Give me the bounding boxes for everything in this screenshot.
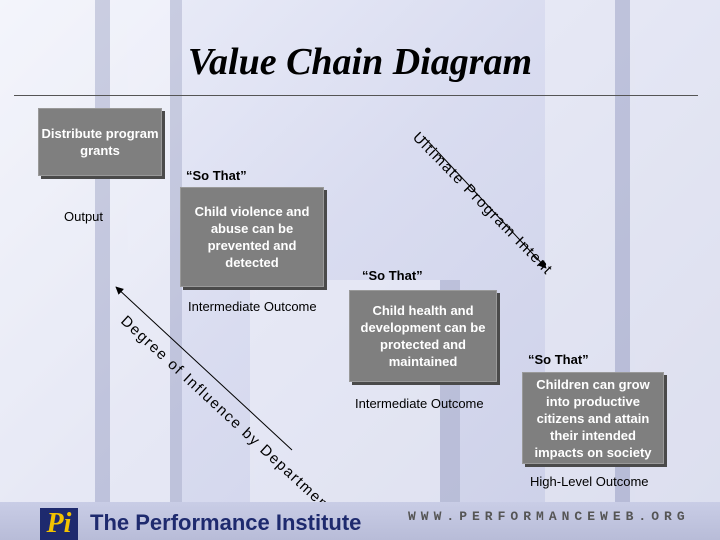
distribute-grants-box: Distribute program grants: [38, 108, 162, 176]
organization-name: The Performance Institute: [90, 510, 362, 535]
so-that-label-3: “So That”: [528, 352, 589, 367]
ultimate-intent-arrow: [422, 135, 547, 269]
footer-bar: [0, 502, 720, 540]
children-grow-box: Children can grow into productive citize…: [522, 372, 664, 464]
high-level-outcome-label: High-Level Outcome: [530, 474, 649, 489]
so-that-label-2: “So That”: [362, 268, 423, 283]
children-grow-text: Children can grow into productive citize…: [534, 376, 652, 460]
child-health-text: Child health and development can be prot…: [360, 303, 486, 369]
pi-logo: Pi: [40, 508, 78, 540]
page-title: Value Chain Diagram: [187, 41, 533, 83]
influence-label: Degree of Influence by Department: [117, 312, 336, 517]
influence-arrow: [115, 286, 293, 451]
child-health-box: Child health and development can be prot…: [349, 290, 497, 382]
title-divider: [14, 95, 698, 96]
child-violence-box: Child violence and abuse can be prevente…: [180, 187, 324, 287]
distribute-grants-text: Distribute program grants: [41, 126, 159, 158]
website-url: WWW.PERFORMANCEWEB.ORG: [408, 509, 690, 524]
child-violence-text: Child violence and abuse can be prevente…: [194, 204, 310, 270]
so-that-label-1: “So That”: [186, 168, 247, 183]
intermediate-outcome-label-1: Intermediate Outcome: [188, 299, 317, 314]
output-label: Output: [64, 209, 104, 224]
intermediate-outcome-label-2: Intermediate Outcome: [355, 396, 484, 411]
ultimate-intent-label: Ultimate Program Intent: [409, 129, 556, 279]
